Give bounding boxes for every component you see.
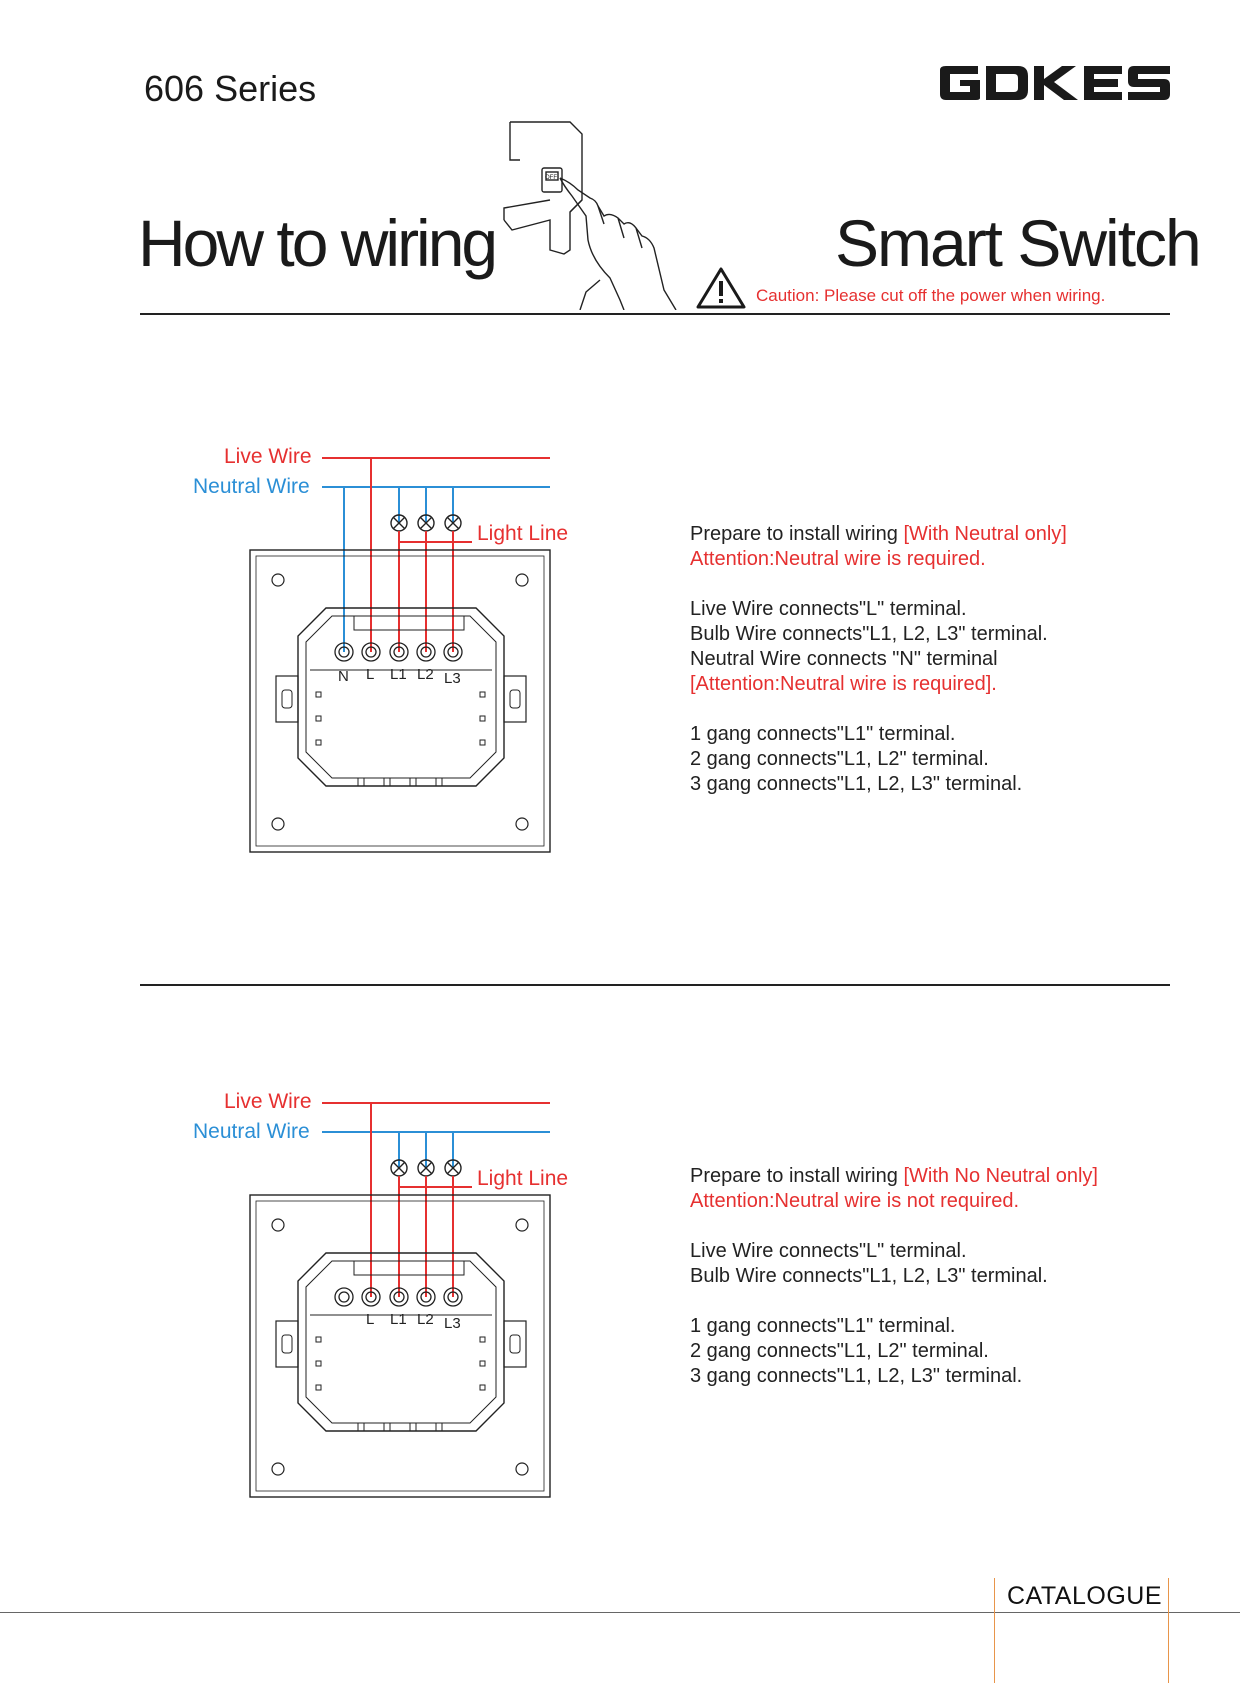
live-wire-label: Live Wire [224, 445, 312, 468]
gang-line: 2 gang connects"L1, L2" terminal. [690, 1340, 989, 1362]
light-line-label: Light Line [477, 522, 569, 545]
light-line-label: Light Line [477, 1167, 569, 1190]
terminal-l3-label: L3 [444, 1315, 461, 1332]
attention-line: Attention:Neutral wire is required. [690, 548, 986, 570]
caution-text: Caution: Please cut off the power when w… [756, 286, 1106, 305]
warning-icon [695, 266, 747, 315]
terminal-l-label: L [366, 666, 374, 683]
attention-line: Attention:Neutral wire is not required. [690, 1190, 1020, 1212]
gang-line: 2 gang connects"L1, L2" terminal. [690, 748, 989, 770]
terminal-l2-label: L2 [417, 666, 434, 683]
gang-line: 1 gang connects"L1" terminal. [690, 723, 956, 745]
neutral-wire-label: Neutral Wire [193, 1120, 310, 1143]
off-label: OFF [545, 175, 557, 181]
gang-line: 3 gang connects"L1, L2, L3" terminal. [690, 773, 1023, 795]
terminal-l1-label: L1 [390, 1311, 407, 1328]
wiring-diagram-no-neutral: L L1 L2 L3 [240, 1085, 560, 1510]
terminal-n-label: N [338, 668, 349, 685]
brand-logo [938, 64, 1172, 107]
instruction-line: Live Wire connects"L" terminal. [690, 598, 967, 620]
gang-line: 1 gang connects"L1" terminal. [690, 1315, 956, 1337]
header-divider [140, 313, 1170, 315]
prepare-line: Prepare to install wiring [With Neutral … [690, 523, 1067, 545]
instruction-line: Neutral Wire connects "N" terminal [690, 648, 998, 670]
gang-line: 3 gang connects"L1, L2, L3" terminal. [690, 1365, 1023, 1387]
neutral-wire-label: Neutral Wire [193, 475, 310, 498]
instruction-line: Live Wire connects"L" terminal. [690, 1240, 967, 1262]
terminal-l1-label: L1 [390, 666, 407, 683]
footer-accent-left [994, 1578, 995, 1683]
terminal-l2-label: L2 [417, 1311, 434, 1328]
series-label: 606 Series [144, 68, 317, 109]
footer-accent-right [1168, 1578, 1169, 1683]
page-title: How to wiring [138, 206, 498, 280]
instruction-line: Bulb Wire connects"L1, L2, L3" terminal. [690, 623, 1048, 645]
instructions-neutral: Prepare to install wiring [With Neutral … [690, 522, 1067, 797]
footer-rule [0, 1612, 1240, 1613]
catalogue-label: CATALOGUE [1007, 1582, 1162, 1610]
terminal-l-label: L [366, 1311, 374, 1328]
live-wire-label: Live Wire [224, 1090, 312, 1113]
attention-line: [Attention:Neutral wire is required]. [690, 673, 997, 695]
instruction-line: Bulb Wire connects"L1, L2, L3" terminal. [690, 1265, 1048, 1287]
instructions-no-neutral: Prepare to install wiring [With No Neutr… [690, 1164, 1098, 1389]
product-title: Smart Switch [835, 206, 1202, 280]
terminal-l3-label: L3 [444, 670, 461, 687]
wiring-diagram-neutral: N L L1 L2 L3 [240, 440, 560, 865]
section-divider [140, 984, 1170, 986]
switch-hand-illustration: OFF [500, 120, 710, 315]
prepare-line: Prepare to install wiring [With No Neutr… [690, 1165, 1098, 1187]
